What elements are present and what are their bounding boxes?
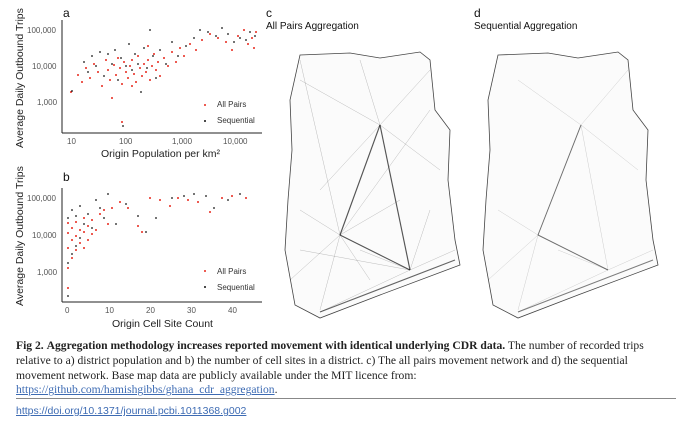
a-legend-sequential: Sequential (217, 116, 255, 125)
caption-title: Aggregation methodology increases report… (46, 339, 506, 352)
map-all-pairs (284, 51, 461, 319)
doi-link[interactable]: https://doi.org/10.1371/journal.pcbi.101… (16, 405, 247, 417)
panel-d-title: Sequential Aggregation (474, 21, 578, 32)
panel-b-letter: b (63, 170, 70, 184)
panel-d-letter: d (474, 6, 481, 20)
caption-body: The number of recorded trips relative to… (16, 339, 644, 382)
panel-a-letter: a (63, 6, 70, 20)
panel-b-plot (61, 188, 262, 303)
a-ytick-1000: 1,000 (37, 98, 58, 107)
legend-all-pairs-marker (204, 270, 206, 272)
a-xtick-100: 100 (119, 137, 133, 146)
map-sequential (482, 51, 659, 319)
b-xtick-0: 0 (65, 306, 70, 315)
legend-sequential-marker (204, 286, 206, 288)
caption-link[interactable]: https://github.com/hamishgibbs/ghana_cdr… (16, 383, 275, 397)
a-ytick-10000: 10,000 (32, 62, 57, 71)
panel-a-xlabel: Origin Population per km² (101, 148, 221, 160)
b-xtick-20: 20 (146, 306, 155, 315)
a-xtick-10: 10 (67, 137, 76, 146)
b-ytick-10000: 10,000 (32, 231, 57, 240)
panel-c-title: All Pairs Aggregation (266, 21, 359, 32)
legend-sequential-marker (204, 120, 206, 122)
caption-label: Fig 2. (16, 339, 44, 352)
caption-divider (16, 398, 676, 399)
b-xtick-10: 10 (105, 306, 114, 315)
figure-caption: Fig 2. Aggregation methodology increases… (16, 339, 676, 398)
b-xtick-30: 30 (187, 306, 196, 315)
a-xtick-1000: 1,000 (172, 137, 193, 146)
b-legend-all-pairs: All Pairs (217, 267, 247, 276)
b-xtick-40: 40 (228, 306, 237, 315)
a-ytick-100000: 100,000 (27, 26, 56, 35)
panel-a-plot (61, 20, 262, 134)
panel-a-ylabel: Average Daily Outbound Trips (14, 8, 26, 148)
b-legend-sequential: Sequential (217, 283, 255, 292)
caption-end: . (274, 383, 278, 397)
panel-c-letter: c (266, 6, 272, 20)
panel-b-xlabel: Origin Cell Site Count (112, 318, 213, 330)
b-ytick-1000: 1,000 (37, 268, 58, 277)
a-xtick-10000: 10,000 (223, 137, 248, 146)
b-ytick-100000: 100,000 (27, 194, 56, 203)
legend-all-pairs-marker (204, 104, 206, 106)
a-legend-all-pairs: All Pairs (217, 100, 247, 109)
panel-b-ylabel: Average Daily Outbound Trips (14, 166, 26, 306)
